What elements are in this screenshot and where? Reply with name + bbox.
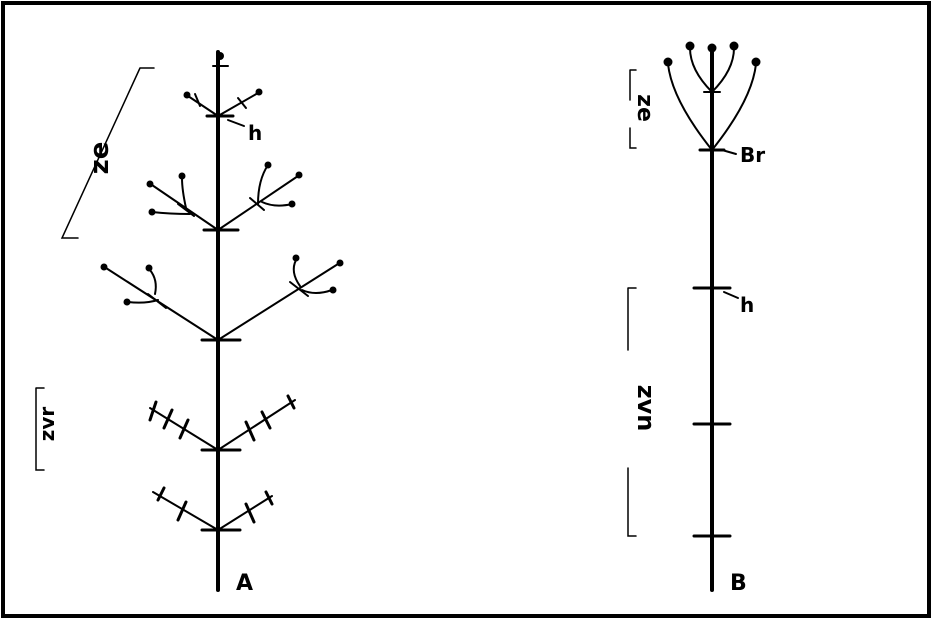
- panel-b-umbel-ray: [712, 64, 756, 150]
- panel-b-bract-label: Br: [740, 143, 765, 167]
- panel-a-flower: [256, 89, 263, 96]
- panel-a-sub-branch: [302, 290, 332, 293]
- panel-a-flower: [265, 162, 272, 169]
- panel-a-veg-branch: [218, 400, 295, 450]
- panel-a-leaf-tick: [164, 410, 172, 428]
- panel-a-zvr-label: zvr: [35, 407, 59, 442]
- panel-a-ze-label: ze: [85, 142, 115, 175]
- panel-a-veg-branch: [153, 492, 218, 530]
- figure-frame: [3, 3, 929, 616]
- panel-b-h-leader: [724, 292, 738, 298]
- panel-b-apex-flower: [708, 44, 717, 53]
- panel-b-umbel-ray: [712, 48, 734, 92]
- panel-b-umbel-ray: [690, 48, 712, 92]
- panel-a-branch: [218, 93, 258, 116]
- panel-b-flower: [686, 42, 695, 51]
- panel-a-branch: [188, 96, 218, 116]
- panel-b-bract-leader: [722, 150, 736, 154]
- panel-a-flower: [337, 260, 344, 267]
- panel-a-h-leader: [228, 120, 244, 126]
- panel-a-sub-branch: [128, 300, 158, 303]
- panel-a-diagram: [36, 52, 344, 590]
- panel-b-zvn-label: zvn: [632, 385, 660, 432]
- panel-a-veg-branch: [218, 496, 272, 530]
- panel-a-branch: [218, 264, 338, 340]
- panel-a-apex-flower: [216, 52, 224, 60]
- panel-a-label: A: [236, 571, 253, 596]
- panel-a-flower: [149, 209, 156, 216]
- panel-a-flower: [124, 299, 131, 306]
- panel-b-ze-label: ze: [632, 94, 657, 122]
- panel-b-umbel-ray: [668, 64, 712, 150]
- panel-b-flower: [752, 58, 761, 67]
- panel-a-sub-branch: [182, 178, 186, 208]
- panel-a-h-label: h: [248, 121, 262, 145]
- panel-a-flower: [296, 172, 303, 179]
- panel-a-flower: [179, 173, 186, 180]
- panel-b-flower: [664, 58, 673, 67]
- panel-a-flower: [101, 264, 108, 271]
- panel-a-sub-branch: [294, 260, 300, 286]
- panel-a-flower: [289, 201, 296, 208]
- panel-b-h-label: h: [740, 293, 754, 317]
- panel-a-flower: [330, 287, 337, 294]
- panel-a-flower: [147, 181, 154, 188]
- panel-a-leaf-tick: [246, 504, 254, 522]
- panel-b-flower: [730, 42, 739, 51]
- panel-a-sub-branch: [262, 202, 292, 206]
- panel-a-flower: [293, 255, 300, 262]
- panel-a-sub-branch: [150, 270, 156, 294]
- panel-a-flower: [184, 92, 191, 99]
- panel-a-flower: [146, 265, 153, 272]
- panel-b-label: B: [730, 571, 747, 596]
- panel-a-sub-branch: [152, 212, 190, 214]
- panel-a-leaf-tick: [266, 492, 272, 504]
- panel-a-leaf-tick: [180, 420, 188, 438]
